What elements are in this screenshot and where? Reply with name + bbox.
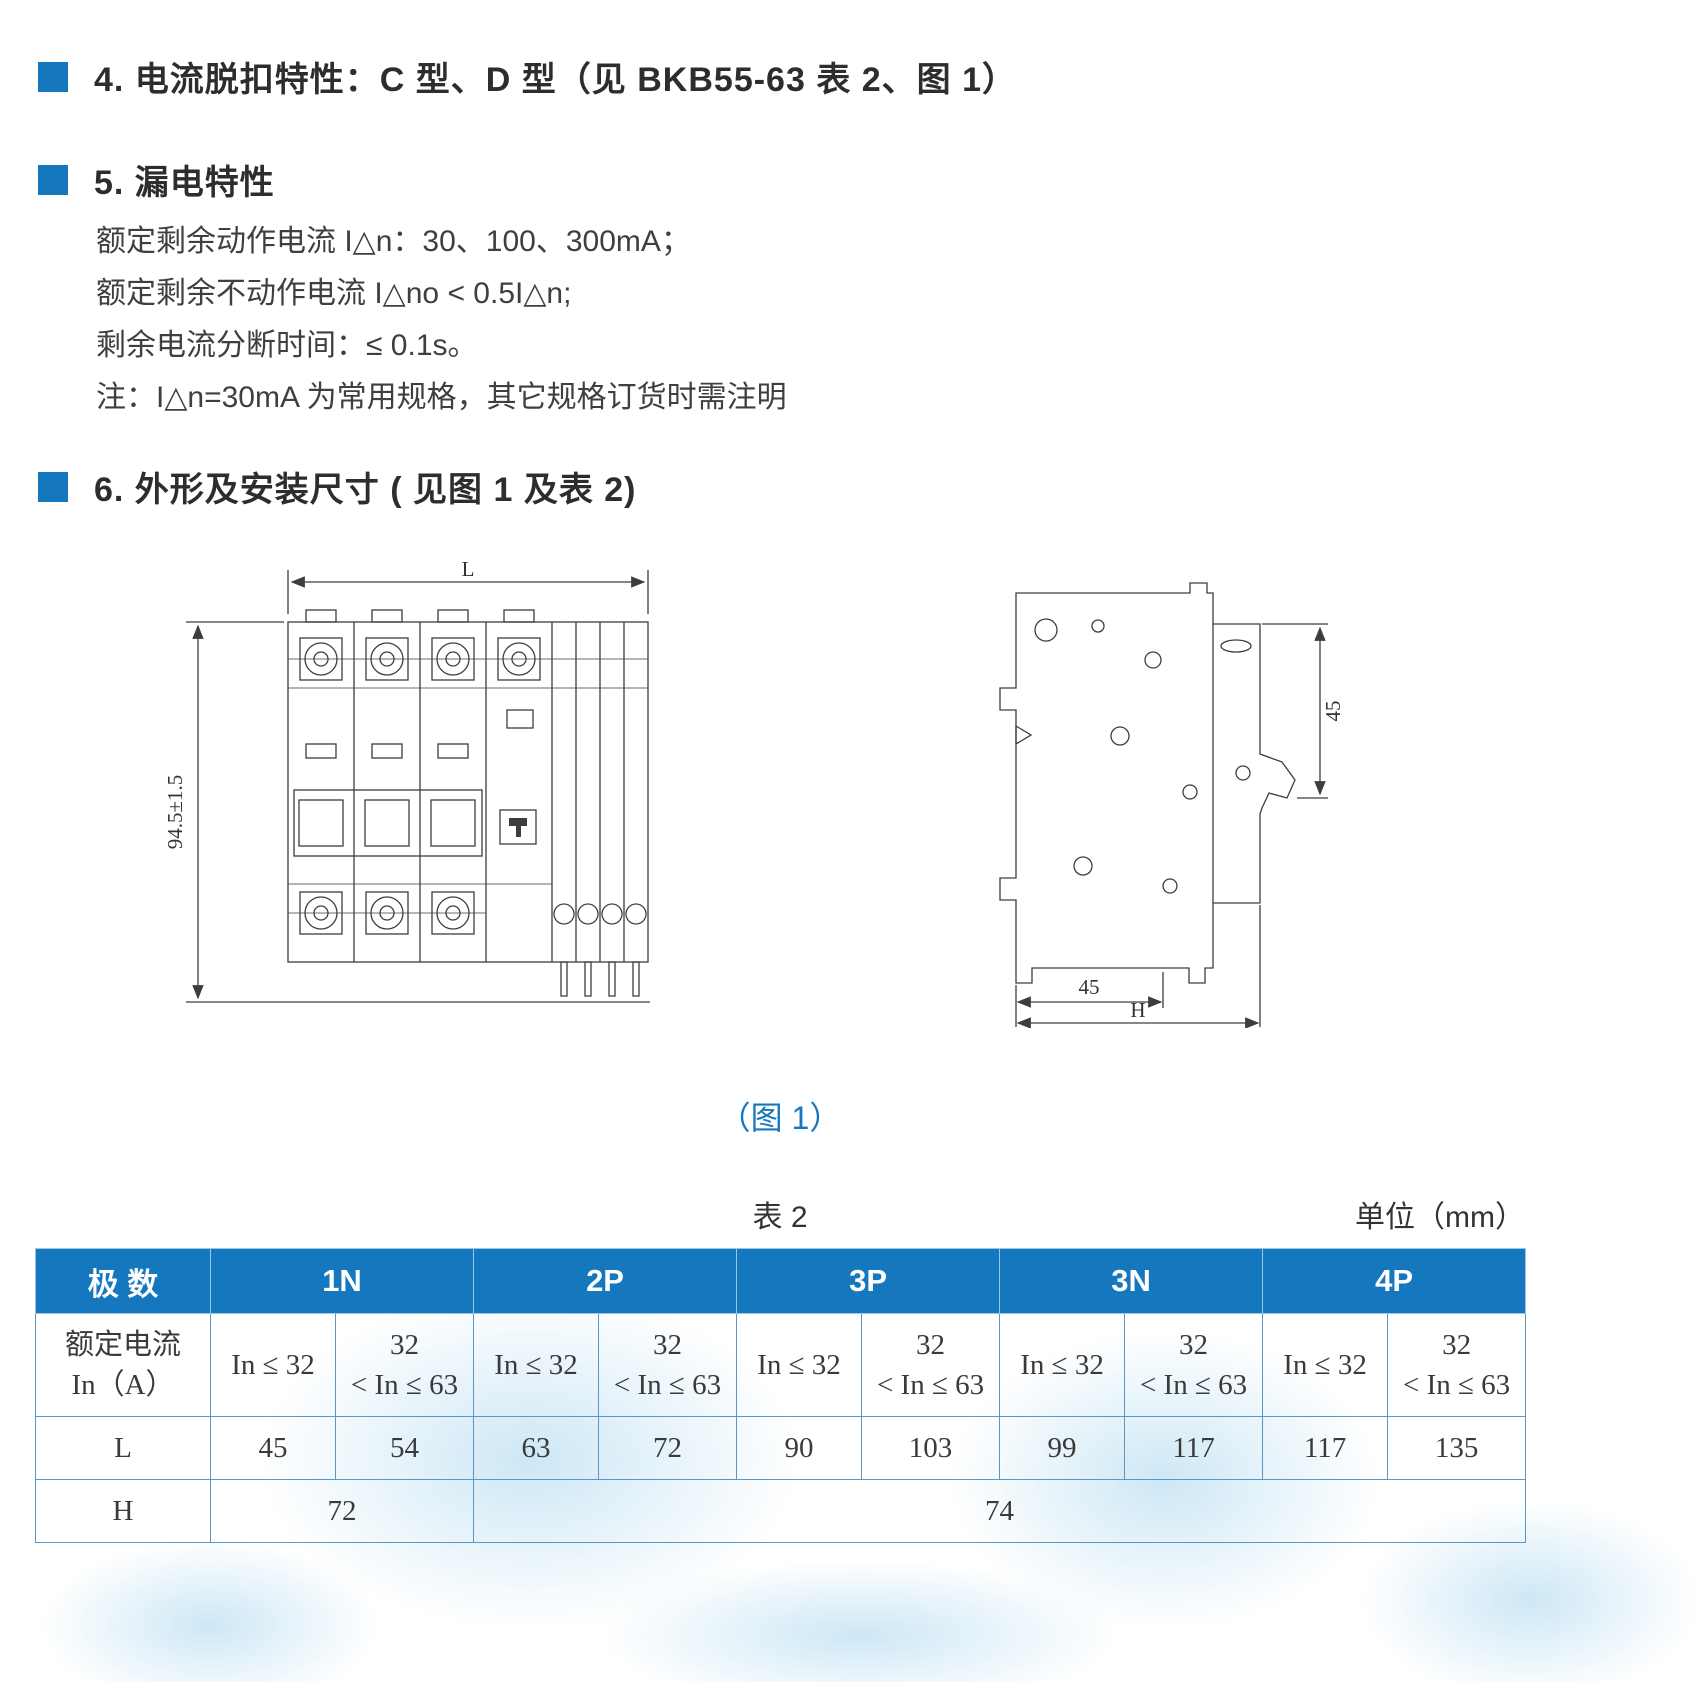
front-height-dim-label: 94.5±1.5 [168,775,187,850]
table-cell: In ≤ 32 [736,1313,863,1417]
height-row: H 72 74 [35,1479,1527,1543]
table-cell: 117 [1124,1416,1264,1480]
section-5-heading: 5. 漏电特性 [38,155,275,204]
leakage-spec-text: 额定剩余动作电流 I△n：30、100、300mA； 额定剩余不动作电流 I△n… [96,216,787,424]
table-cell: 99 [999,1416,1126,1480]
table-cell: 32 < In ≤ 63 [1387,1313,1527,1417]
front-view-drawing: L 94.5±1.5 [168,562,650,1003]
table-cell: 45 [210,1416,336,1480]
table-cell: In ≤ 32 [210,1313,336,1417]
side-right-dim-label: 45 [1321,701,1345,722]
dimensions-table: 极 数 1N 2P 3P 3N 4P 额定电流 In（A） In ≤ 32 32… [35,1248,1527,1543]
table-cell: 90 [736,1416,863,1480]
table-cell: 72 [598,1416,738,1480]
group-header-1n: 1N [209,1248,475,1314]
watermark-blob [40,1540,380,1682]
row-label-L: L [35,1416,211,1480]
section-5-title: 5. 漏电特性 [94,164,275,202]
section-6-heading: 6. 外形及安装尺寸 ( 见图 1 及表 2) [38,462,637,511]
table-cell: 74 [473,1479,1527,1543]
table-cell: 63 [473,1416,600,1480]
table-cell: 117 [1262,1416,1389,1480]
table-cell: 32 < In ≤ 63 [598,1313,738,1417]
table-cell: 32 < In ≤ 63 [334,1313,475,1417]
rated-current-label: 额定电流 In（A） [35,1313,211,1417]
table-cell: 103 [861,1416,1001,1480]
table-header-row: 极 数 1N 2P 3P 3N 4P [35,1248,1527,1314]
section-6-title: 6. 外形及安装尺寸 ( 见图 1 及表 2) [94,471,637,509]
table-cell: In ≤ 32 [473,1313,600,1417]
figure-1-caption: （图 1） [718,1100,842,1136]
table-cell: 72 [209,1479,475,1543]
table-cell: 135 [1387,1416,1527,1480]
group-header-3n: 3N [999,1248,1264,1314]
table-cell: 54 [334,1416,475,1480]
blue-square-bullet [38,164,68,195]
blue-square-bullet [38,471,68,502]
side-overall-dim-label: H [1130,998,1145,1022]
table-2-title: 表 2 [752,1201,808,1234]
front-width-dim-label: L [462,562,475,581]
group-header-3p: 3P [736,1248,1001,1314]
table-cell: In ≤ 32 [1262,1313,1389,1417]
table-cell: 32 < In ≤ 63 [1124,1313,1264,1417]
side-view-drawing: 45 45 H [999,582,1345,1028]
side-bottom-dim-label: 45 [1079,975,1100,999]
leakage-line-2: 额定剩余不动作电流 I△no < 0.5I△n; [96,277,572,310]
table-caption-row: 表 2 单位（mm） [35,1192,1525,1234]
row-label-H: H [35,1479,211,1543]
watermark-blob [600,1560,1120,1682]
blue-square-bullet [38,61,68,92]
table-cell: In ≤ 32 [999,1313,1126,1417]
leakage-line-3: 剩余电流分断时间：≤ 0.1s。 [96,329,478,362]
pole-count-header: 极 数 [35,1248,211,1314]
group-header-2p: 2P [473,1248,738,1314]
leakage-line-4: 注：I△n=30mA 为常用规格，其它规格订货时需注明 [96,381,787,414]
table-unit-label: 单位（mm） [1355,1201,1525,1234]
section-4-heading: 4. 电流脱扣特性：C 型、D 型（见 BKB55-63 表 2、图 1） [38,52,1017,101]
section-4-title: 4. 电流脱扣特性：C 型、D 型（见 BKB55-63 表 2、图 1） [94,61,1018,99]
length-row: L 45 54 63 72 90 103 99 117 117 135 [35,1416,1527,1480]
leakage-line-1: 额定剩余动作电流 I△n：30、100、300mA； [96,225,691,258]
table-cell: 32 < In ≤ 63 [861,1313,1001,1417]
rated-current-row: 额定电流 In（A） In ≤ 32 32 < In ≤ 63 In ≤ 32 … [35,1313,1527,1417]
group-header-4p: 4P [1262,1248,1527,1314]
